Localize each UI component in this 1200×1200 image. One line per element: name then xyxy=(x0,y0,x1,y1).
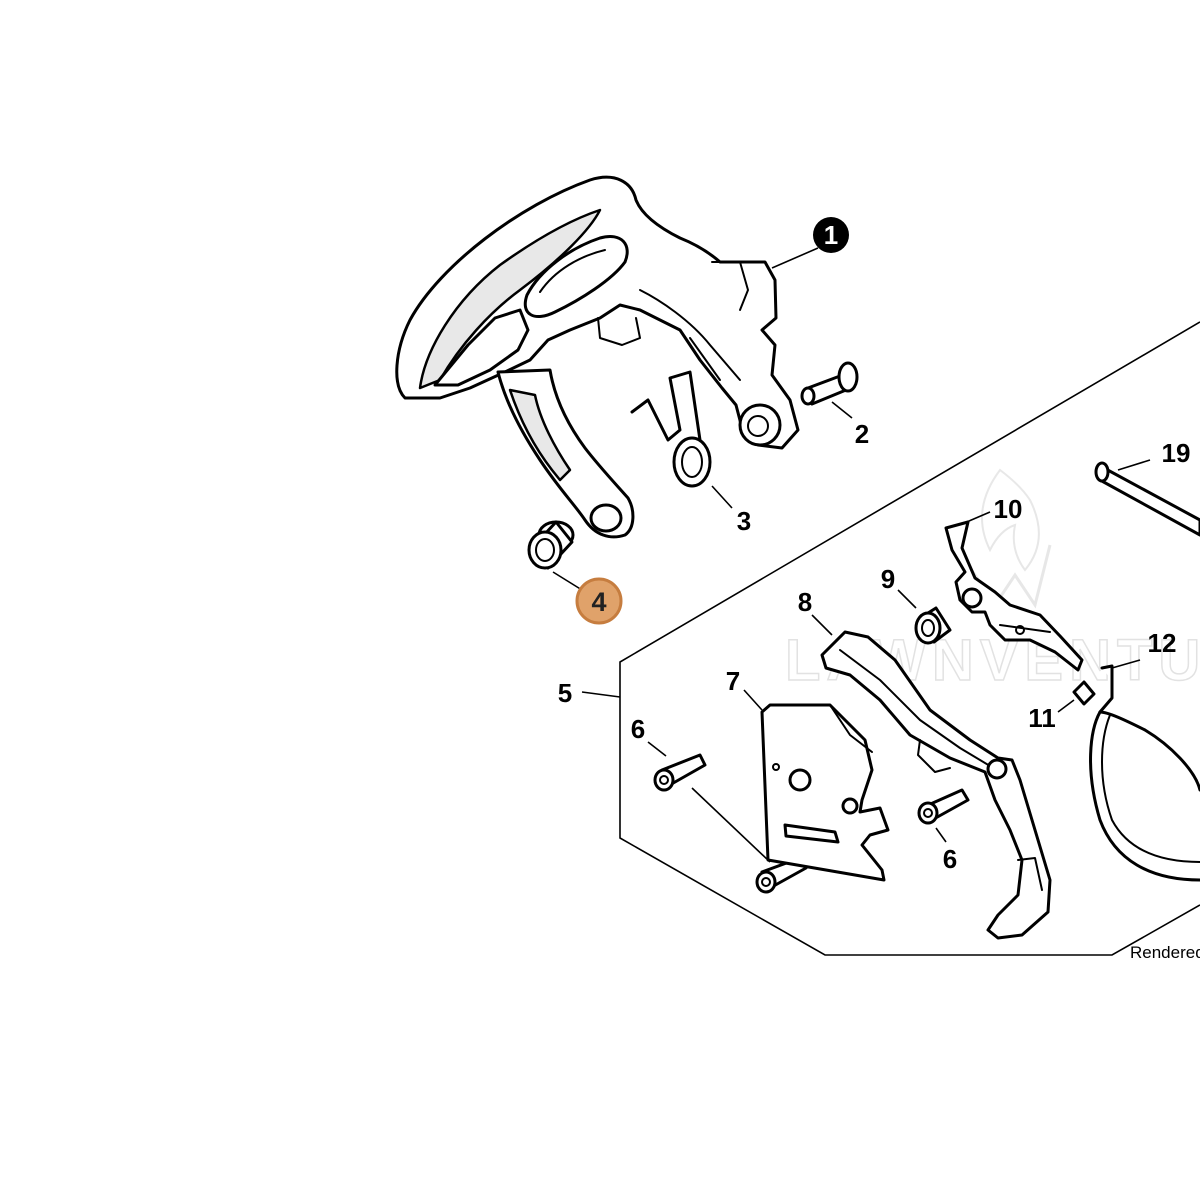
callout-1-badge xyxy=(813,217,849,253)
callout-9[interactable]: 9 xyxy=(881,564,895,594)
callout-4-highlighted[interactable]: 4 xyxy=(575,577,623,625)
leader-10 xyxy=(961,511,991,525)
callout-10[interactable]: 10 xyxy=(994,494,1023,524)
callout-19[interactable]: 19 xyxy=(1162,438,1191,468)
callout-1[interactable]: 1 xyxy=(813,217,849,253)
sleeve-part xyxy=(527,520,575,570)
subassembly-frame xyxy=(619,321,1200,956)
leader-6-upper xyxy=(647,741,667,757)
leader-7 xyxy=(743,689,763,711)
callout-12[interactable]: 12 xyxy=(1148,628,1177,658)
brake-guard-part xyxy=(820,630,1052,940)
lever-part xyxy=(944,520,1084,672)
callout-11[interactable]: 11 xyxy=(1028,703,1056,733)
callout-8[interactable]: 8 xyxy=(798,587,812,617)
leader-3 xyxy=(711,485,733,509)
leader-11 xyxy=(1057,699,1075,713)
callout-5[interactable]: 5 xyxy=(558,678,572,708)
leader-6-right xyxy=(935,827,947,843)
leader-8 xyxy=(811,614,833,636)
screw-part-upper xyxy=(653,753,707,792)
callout-6-right[interactable]: 6 xyxy=(943,844,957,874)
long-bolt-part xyxy=(1094,461,1200,537)
callout-4-highlight-badge xyxy=(575,577,623,625)
screw-part-right xyxy=(917,788,970,825)
rendered-footnote: Rendered xyxy=(1130,943,1200,962)
leader-9 xyxy=(897,589,917,609)
callout-7[interactable]: 7 xyxy=(726,666,740,696)
pin-part xyxy=(1072,680,1096,706)
leader-6-join xyxy=(691,787,771,863)
callout-3[interactable]: 3 xyxy=(737,506,751,536)
leader-5 xyxy=(581,691,621,698)
callout-6-upper[interactable]: 6 xyxy=(631,714,645,744)
leader-4 xyxy=(552,571,583,591)
callout-4-label: 4 xyxy=(591,587,606,617)
brake-band-part xyxy=(1089,664,1200,882)
plate-part xyxy=(760,703,890,882)
leader-2 xyxy=(831,401,853,419)
spring-part xyxy=(630,370,712,488)
leader-12 xyxy=(1111,659,1141,669)
bushing-part xyxy=(914,606,952,645)
watermark-flame-icon xyxy=(981,468,1040,572)
shoulder-bolt-part xyxy=(800,361,859,406)
callout-2[interactable]: 2 xyxy=(855,419,869,449)
callout-1-label: 1 xyxy=(824,220,838,250)
leader-19 xyxy=(1117,459,1151,471)
leader-1 xyxy=(771,247,819,269)
handguard-part xyxy=(395,175,800,539)
